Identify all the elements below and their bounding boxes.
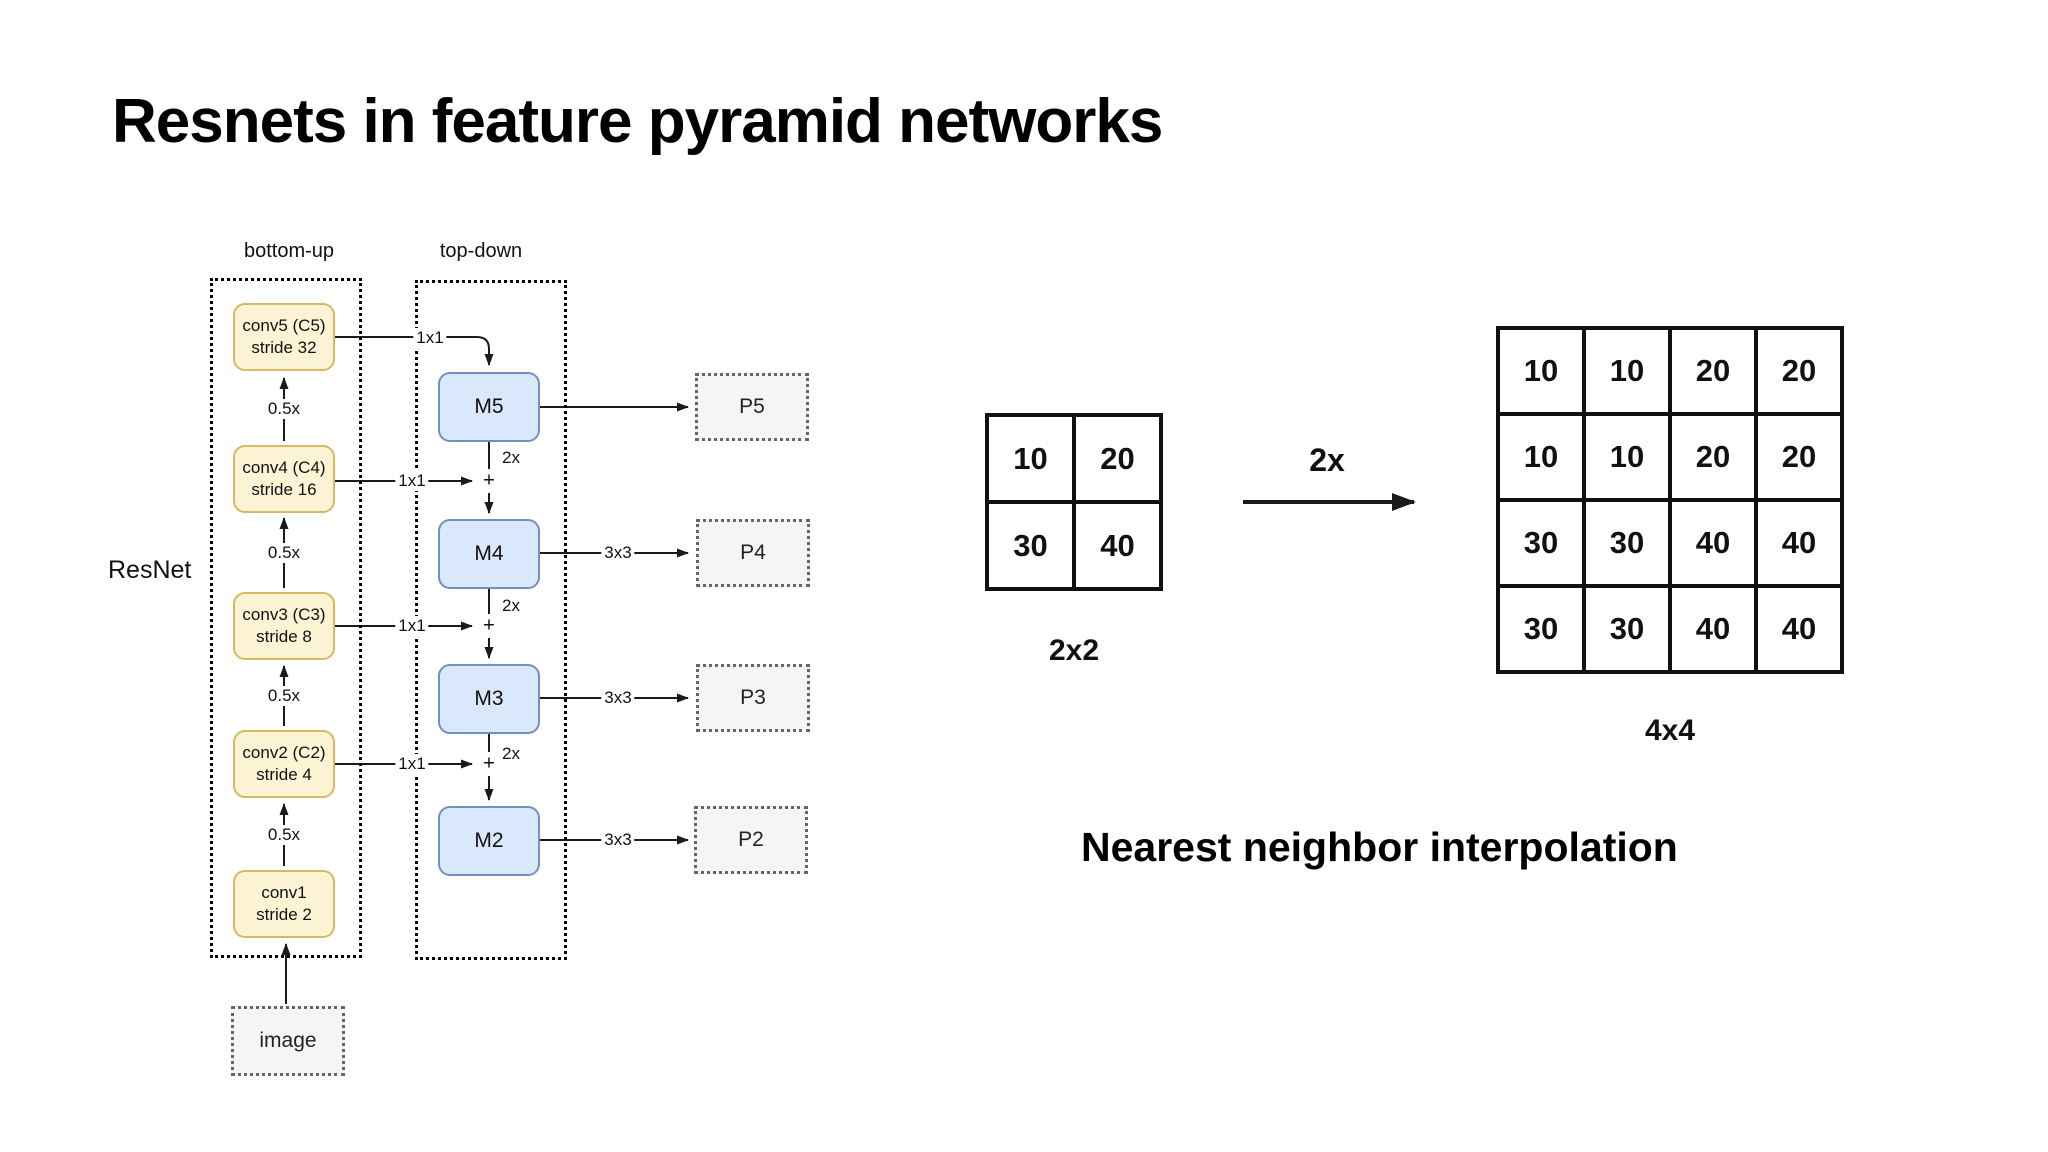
- node-image: image: [231, 1006, 345, 1076]
- grid-2x2-cell: 20: [1074, 415, 1161, 502]
- node-m5: M5: [438, 372, 540, 442]
- node-conv1-line2: stride 2: [256, 905, 312, 924]
- node-conv3: conv3 (C3) stride 8: [233, 592, 335, 660]
- edge-label-smooth: 3x3: [601, 688, 635, 708]
- node-conv4-line2: stride 16: [251, 480, 317, 499]
- grid-4x4-cell: 20: [1670, 414, 1756, 500]
- grid-2x2-cell: 30: [987, 502, 1074, 589]
- node-m4: M4: [438, 519, 540, 589]
- node-p4-label: P4: [740, 541, 766, 564]
- merge-plus: +: [482, 469, 496, 493]
- edge-label-lateral: 1x1: [395, 616, 429, 636]
- resnet-label: ResNet: [108, 556, 192, 584]
- grid-4x4-cell: 40: [1670, 586, 1756, 672]
- node-p2-label: P2: [738, 828, 764, 851]
- top-down-label: top-down: [439, 240, 523, 262]
- grid-4x4-cell: 20: [1756, 328, 1842, 414]
- grid-4x4-cell: 30: [1498, 500, 1584, 586]
- node-m2-label: M2: [474, 829, 504, 852]
- grid-2x2-cell: 10: [987, 415, 1074, 502]
- grid-4x4-cell: 10: [1584, 414, 1670, 500]
- grid-2x2-cell: 40: [1074, 502, 1161, 589]
- grid-4x4-caption: 4x4: [1644, 714, 1696, 747]
- interp-caption: Nearest neighbor interpolation: [1081, 824, 1678, 870]
- edge-label-downscale: 0.5x: [264, 686, 304, 706]
- grid-2x2-caption: 2x2: [1048, 634, 1100, 667]
- node-m4-label: M4: [474, 542, 504, 565]
- node-conv1: conv1 stride 2: [233, 870, 335, 938]
- bottom-up-label: bottom-up: [243, 240, 335, 262]
- grid-4x4-cell: 30: [1584, 586, 1670, 672]
- grid-4x4-cell: 30: [1498, 586, 1584, 672]
- edge-label-lateral: 1x1: [413, 328, 447, 348]
- node-p2: P2: [694, 806, 808, 874]
- node-m3-label: M3: [474, 687, 504, 710]
- edge-label-upsample: 2x: [499, 596, 523, 616]
- grid-4x4-cell: 20: [1670, 328, 1756, 414]
- grid-4x4-cell: 30: [1584, 500, 1670, 586]
- node-conv2: conv2 (C2) stride 4: [233, 730, 335, 798]
- node-conv5-line2: stride 32: [251, 338, 317, 357]
- grid-4x4-cell: 40: [1756, 500, 1842, 586]
- node-p5: P5: [695, 373, 809, 441]
- node-p3-label: P3: [740, 686, 766, 709]
- grid-4x4-cell: 10: [1498, 414, 1584, 500]
- edge-label-lateral: 1x1: [395, 471, 429, 491]
- node-conv5: conv5 (C5) stride 32: [233, 303, 335, 371]
- node-conv2-line1: conv2 (C2): [242, 743, 326, 762]
- edge-label-downscale: 0.5x: [264, 399, 304, 419]
- merge-plus: +: [482, 752, 496, 776]
- edge-label-upsample: 2x: [499, 448, 523, 468]
- interp-arrow-label: 2x: [1309, 442, 1345, 478]
- node-p5-label: P5: [739, 395, 765, 418]
- node-conv3-line2: stride 8: [256, 627, 312, 646]
- edge-label-downscale: 0.5x: [264, 543, 304, 563]
- grid-2x2: 10 20 30 40: [985, 413, 1163, 591]
- grid-4x4-cell: 10: [1584, 328, 1670, 414]
- node-conv1-line1: conv1: [261, 883, 307, 902]
- node-conv4-line1: conv4 (C4): [242, 458, 326, 477]
- node-p4: P4: [696, 519, 810, 587]
- node-conv2-line2: stride 4: [256, 765, 312, 784]
- grid-4x4-cell: 40: [1670, 500, 1756, 586]
- node-conv5-line1: conv5 (C5): [242, 316, 326, 335]
- bottom-up-frame: [210, 278, 362, 958]
- edge-label-lateral: 1x1: [395, 754, 429, 774]
- merge-plus: +: [482, 614, 496, 638]
- edge-label-upsample: 2x: [499, 744, 523, 764]
- grid-4x4-cell: 40: [1756, 586, 1842, 672]
- edge-label-smooth: 3x3: [601, 830, 635, 850]
- node-m3: M3: [438, 664, 540, 734]
- node-conv3-line1: conv3 (C3): [242, 605, 326, 624]
- grid-4x4-cell: 10: [1498, 328, 1584, 414]
- page-title: Resnets in feature pyramid networks: [112, 87, 1163, 156]
- grid-4x4-cell: 20: [1756, 414, 1842, 500]
- node-conv4: conv4 (C4) stride 16: [233, 445, 335, 513]
- node-m5-label: M5: [474, 395, 504, 418]
- node-m2: M2: [438, 806, 540, 876]
- grid-4x4: 10 10 20 20 10 10 20 20 30 30 40 40 30 3…: [1496, 326, 1844, 674]
- edge-label-smooth: 3x3: [601, 543, 635, 563]
- edge-label-downscale: 0.5x: [264, 825, 304, 845]
- node-p3: P3: [696, 664, 810, 732]
- node-image-label: image: [259, 1029, 317, 1052]
